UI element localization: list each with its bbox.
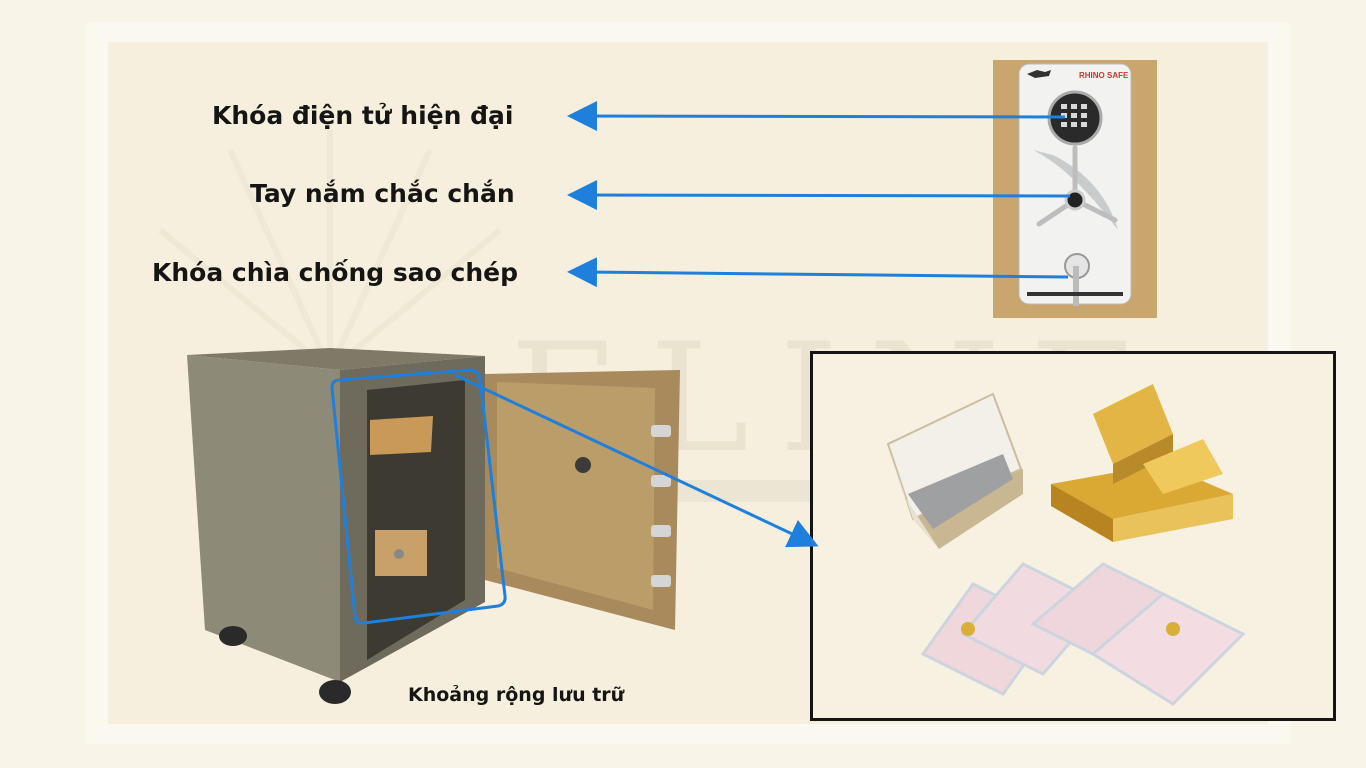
storage-highlight: [330, 368, 507, 625]
storage-items-illustration: [886, 384, 1246, 706]
shelf: [370, 416, 433, 455]
arrow-electronic-lock: [567, 101, 1066, 132]
arrow-storage: [454, 373, 819, 548]
documents-icon: [920, 562, 1246, 706]
rhino-logo-icon: [1027, 70, 1051, 78]
safe-photo: [187, 348, 680, 704]
feature-label-electronic-lock: Khóa điện tử hiện đại: [212, 101, 514, 130]
feature-label-key-lock: Khóa chìa chống sao chép: [152, 258, 518, 287]
arrow-key-lock: [567, 257, 1069, 288]
safe-door-photo: RHINO SAFE: [993, 60, 1157, 318]
feature-label-handle: Tay nắm chắc chắn: [250, 179, 515, 208]
gold-bars-icon: [1051, 384, 1233, 542]
brand-logo-text: RHINO SAFE: [1079, 71, 1129, 80]
storage-items-panel: [810, 351, 1336, 721]
sunburst-decoration: [158, 130, 502, 370]
storage-caption: Khoảng rộng lưu trữ: [408, 684, 625, 706]
wheel: [319, 680, 351, 704]
wheel: [219, 626, 247, 646]
book-safe-icon: [886, 392, 1023, 549]
arrow-handle: [567, 180, 1071, 211]
